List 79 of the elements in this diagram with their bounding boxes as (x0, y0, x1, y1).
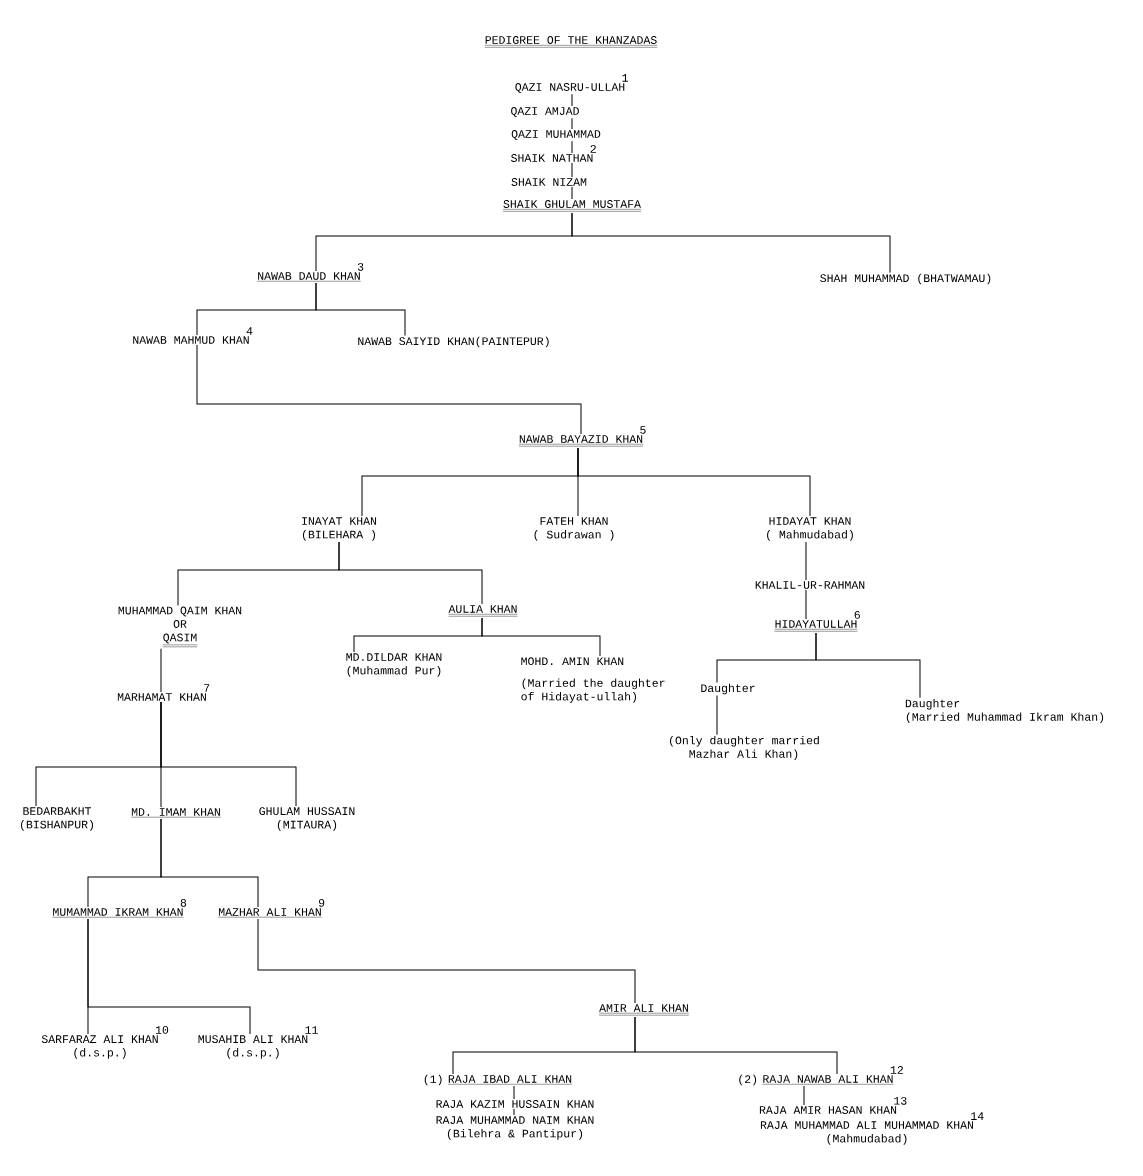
person-name: SHAH MUHAMMAD (BHATWAMAU) (820, 273, 991, 285)
footnote-number: 14 (971, 1112, 984, 1120)
person-name: MUSAHIB ALI KHAN (d.s.p.) (198, 1035, 308, 1059)
person-name: RAJA AMIR HASAN KHAN (759, 1106, 897, 1114)
person-name: AULIA KHAN (448, 605, 518, 617)
footnote-number: 10 (155, 1026, 169, 1034)
connector-line (571, 162, 573, 178)
person-name: INAYAT KHAN (BILEHARA ) (302, 517, 377, 541)
person-name: AMIR ALI KHAN (598, 1004, 690, 1016)
connector-line (571, 117, 573, 130)
person-name: RAJA MUHAMMAD ALI MUHAMMAD KHAN (Mahmudabad) (760, 1121, 973, 1145)
person-name: NAWAB MAHMUD KHAN (133, 336, 249, 344)
footnote-number: 3 (357, 262, 364, 271)
connector-line (160, 648, 162, 693)
connector-line (571, 140, 573, 154)
connector-line (803, 1085, 805, 1106)
footnote-number: 4 (246, 327, 253, 335)
person-name: MUMAMMAD IKRAM KHAN (52, 908, 184, 918)
person-name: QAZI AMJAD (511, 107, 579, 117)
connector-line (338, 541, 483, 605)
connector-line (160, 818, 259, 908)
person-name: RAJA KAZIM HUSSAIN KHAN (436, 1100, 594, 1108)
connector-line (87, 918, 251, 1035)
sequence-number: (2) (739, 1074, 757, 1086)
person-name: SHAIK NIZAM (511, 178, 587, 186)
person-name: RAJA NAWAB ALI KHAN (762, 1075, 894, 1085)
footnote-number: 12 (890, 1066, 903, 1074)
connector-line (257, 918, 636, 1004)
connector-line (716, 695, 718, 736)
person-name: MD. IMAM KHAN (130, 808, 222, 818)
footnote-number: 7 (204, 684, 210, 692)
person-name: MAZHAR ALI KHAN (218, 908, 322, 918)
footnote-number: 6 (854, 610, 860, 619)
footnote-number: 1 (622, 74, 628, 82)
connector-line (513, 1085, 515, 1100)
person-name: NAWAB SAIYID KHAN(PAINTEPUR) (358, 336, 549, 348)
connector-line (634, 1016, 838, 1075)
footnote-number: 2 (590, 145, 596, 153)
person-name: SARFARAZ ALI KHAN (d.s.p.) (41, 1035, 158, 1059)
person-name: QAZI MUHAMMAD (511, 130, 601, 140)
person-name: SHAIK NATHAN (511, 154, 593, 162)
person-name: GHULAM HUSSAIN (MITAURA) (259, 807, 355, 831)
person-name: MUHAMMAD QAIM KHAN OR QASIM (118, 606, 242, 648)
footnote-number: 13 (894, 1096, 907, 1105)
person-name: Daughter (Married Muhammad Ikram Khan) (905, 698, 1104, 724)
footnote-number: 5 (640, 426, 646, 434)
person-name: BEDARBAKHT (BISHANPUR) (20, 807, 93, 831)
person-name: Daughter (701, 683, 755, 695)
person-name: MARHAMAT KHAN (117, 693, 206, 701)
footnote-number: 8 (180, 898, 187, 907)
person-name: FATEH KHAN ( Sudrawan ) (534, 517, 614, 541)
person-name: MOHD. AMIN KHAN (Married the daughter of Hidayat-ullah) (521, 657, 665, 703)
person-name: RAJA MUHAMMAD NAIM KHAN (Bilehra & Pantipur) (436, 1116, 594, 1140)
connector-line (805, 589, 807, 620)
connector-line (571, 186, 573, 200)
person-name: (Only daughter married Mazhar Ali Khan) (670, 735, 819, 761)
footnote-number: 11 (305, 1026, 318, 1034)
connector-line (160, 701, 297, 807)
footnote-number: 9 (318, 899, 325, 907)
connector-line (571, 93, 573, 107)
title: PEDIGREE OF THE KHANZADAS (484, 36, 658, 48)
person-name: QAZI NASRU-ULLAH (515, 83, 625, 93)
connector-line (571, 212, 891, 273)
connector-line (815, 632, 921, 699)
person-name: SHAIK GHULAM MUSTAFA (502, 200, 642, 212)
connector-line (513, 1108, 515, 1116)
person-name: NAWAB DAUD KHAN (257, 272, 361, 282)
person-name: MD.DILDAR KHAN (Muhammad Pur) (346, 653, 442, 677)
connector-line (315, 282, 406, 336)
connector-line (196, 344, 582, 435)
person-name: NAWAB BAYAZID KHAN (518, 435, 644, 447)
person-name: HIDAYATULLAH (774, 620, 858, 632)
connector-line (577, 447, 811, 517)
connector-line (805, 541, 807, 581)
person-name: RAJA IBAD ALI KHAN (447, 1075, 573, 1085)
person-name: HIDAYAT KHAN ( Mahmudabad) (767, 517, 853, 541)
connector-line (481, 617, 601, 657)
sequence-number: (1) (424, 1074, 442, 1086)
person-name: KHALIL-UR-RAHMAN (755, 581, 865, 589)
